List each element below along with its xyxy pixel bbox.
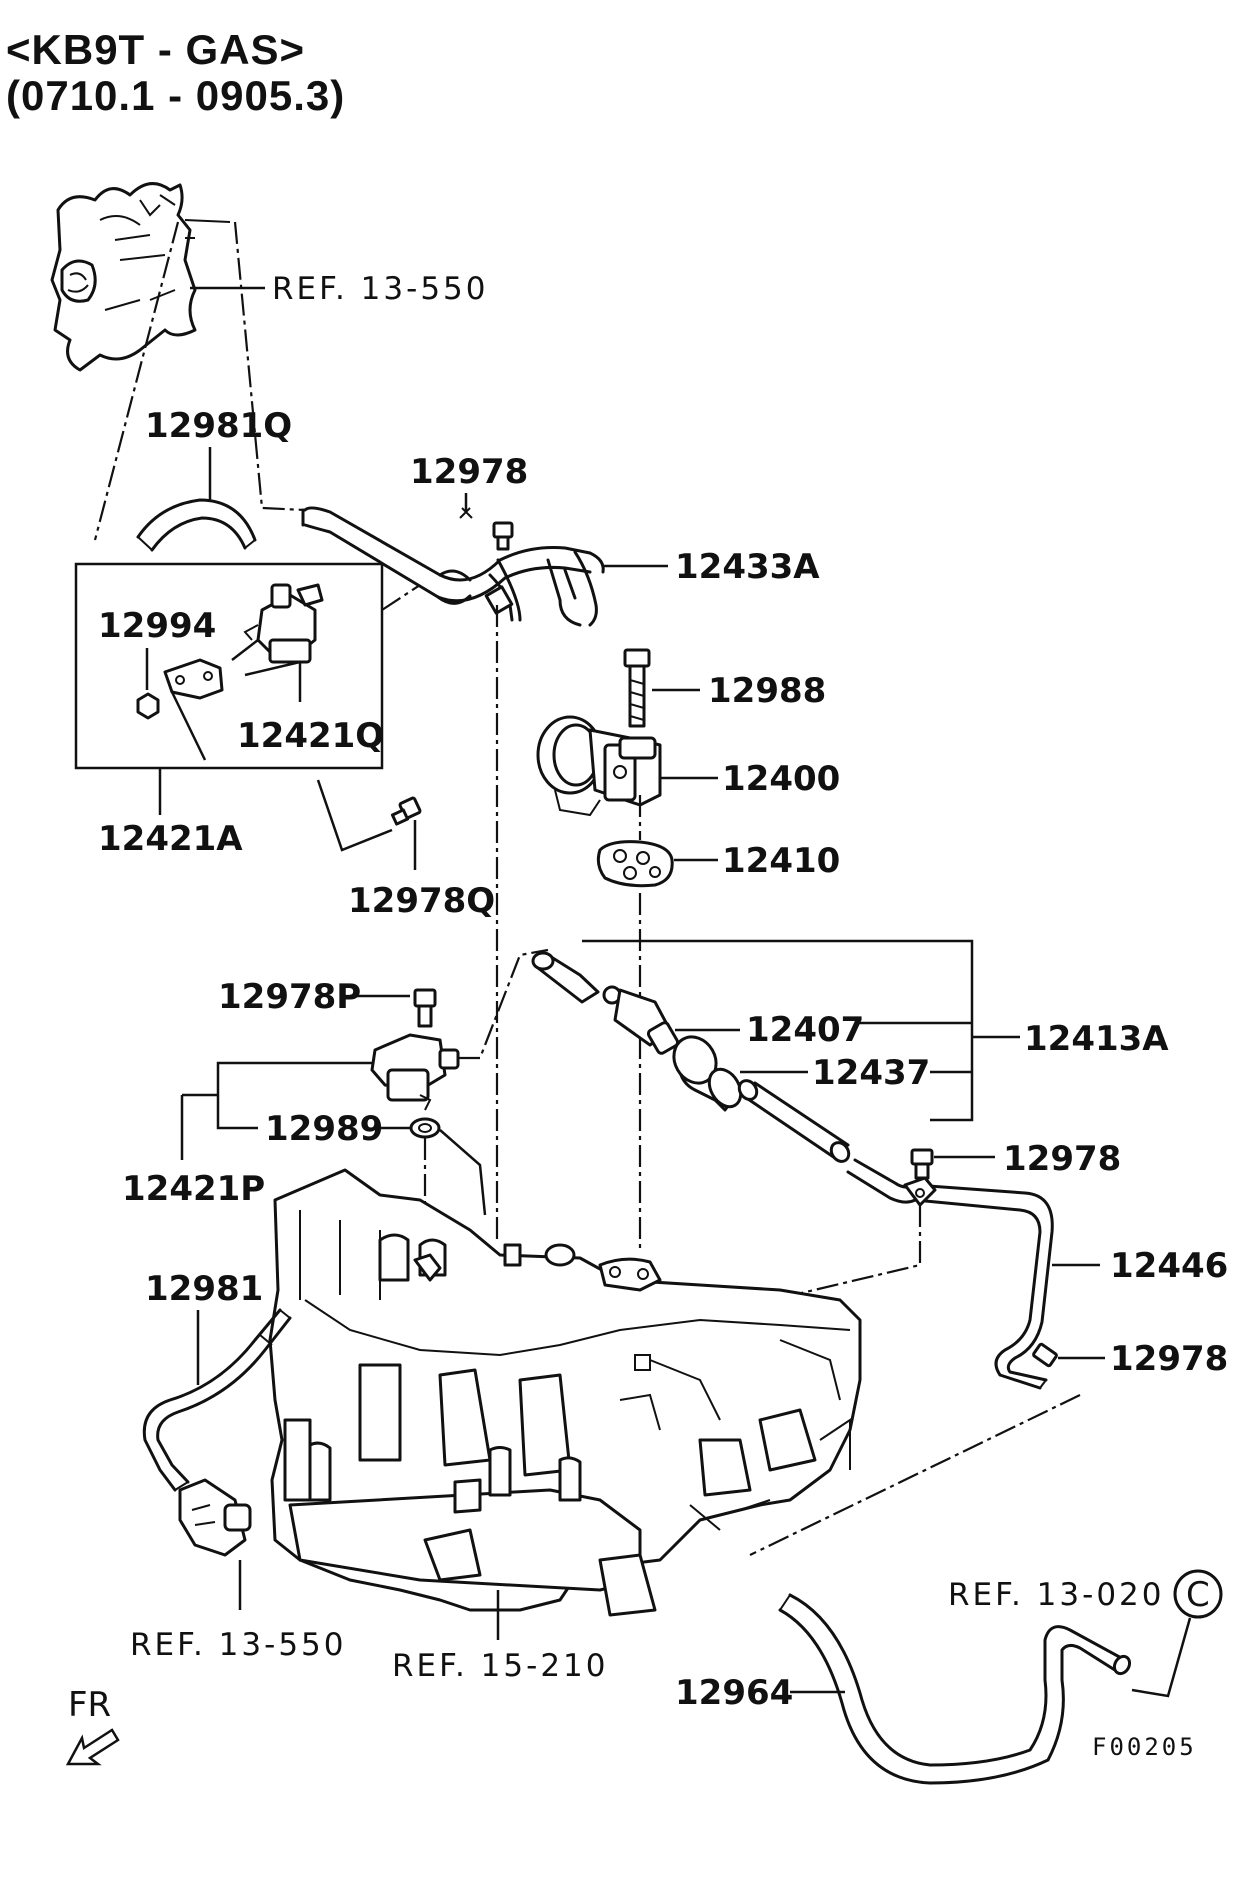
part-label-12978-low: 12978 <box>1110 1339 1228 1379</box>
part-label-12981: 12981 <box>145 1269 263 1309</box>
part-label-12407: 12407 <box>746 1010 864 1050</box>
part-label-12421P: 12421P <box>122 1169 265 1209</box>
ref-13-550-bottom-label: REF. 13-550 <box>130 1627 347 1663</box>
connection-label-c: C <box>1186 1575 1210 1615</box>
hose-12981 <box>142 1308 292 1492</box>
bracket-12994 <box>163 658 224 700</box>
bolt-12978-top <box>492 521 514 551</box>
sensor-13-550 <box>178 1478 252 1557</box>
bolt-12978-mid <box>910 1148 934 1180</box>
connection-circle-c <box>1173 1569 1223 1619</box>
part-label-12413A: 12413A <box>1024 1019 1169 1059</box>
egr-pipe-12433A <box>301 506 605 627</box>
ref-13-020-label: REF. 13-020 <box>948 1577 1165 1613</box>
assembly-box-12421A <box>74 562 384 770</box>
dash-leader <box>233 221 306 512</box>
solenoid-valve-12421P <box>370 1033 460 1111</box>
part-label-12978-mid: 12978 <box>1003 1139 1121 1179</box>
ref-13-550-top-label: REF. 13-550 <box>272 271 489 307</box>
front-direction-label: FR <box>68 1685 111 1725</box>
hose-upper <box>531 951 600 1004</box>
part-label-12446: 12446 <box>1110 1246 1228 1286</box>
part-label-12437: 12437 <box>812 1053 930 1093</box>
solenoid-valve-12421Q <box>243 583 324 664</box>
part-label-12994: 12994 <box>98 606 216 646</box>
part-label-12964: 12964 <box>675 1673 793 1713</box>
hose-12981Q <box>136 498 257 552</box>
egr-pipe-12446 <box>846 1158 1054 1390</box>
hose-lower <box>737 1079 851 1163</box>
leader-line <box>1131 1617 1192 1698</box>
model-code-title: <KB9T - GAS> <box>6 26 306 73</box>
part-label-12421A: 12421A <box>98 819 243 859</box>
part-label-12400: 12400 <box>722 759 840 799</box>
connector-12407 <box>602 985 680 1055</box>
throttle-body-illustration <box>50 182 231 372</box>
egr-valve-12400 <box>536 715 662 817</box>
leader-line <box>439 1129 487 1216</box>
part-label-12433A: 12433A <box>675 547 820 587</box>
part-label-12978-top: 12978 <box>410 452 528 492</box>
part-label-12978Q: 12978Q <box>348 881 495 921</box>
leader-line <box>244 660 301 677</box>
production-date-range: (0710.1 - 0905.3) <box>6 72 346 119</box>
bolt-12978Q <box>390 796 422 826</box>
washer-12989 <box>409 1117 441 1139</box>
dash-leader <box>749 1394 1081 1556</box>
bolt-12978-low <box>1032 1342 1058 1368</box>
part-label-12989: 12989 <box>265 1109 383 1149</box>
dash-leader <box>458 948 549 1060</box>
part-label-12410: 12410 <box>722 841 840 881</box>
leader-line <box>316 779 393 852</box>
fr-arrow-icon <box>65 1728 120 1766</box>
part-label-12981Q: 12981Q <box>145 406 292 446</box>
nut-12994 <box>136 692 160 720</box>
bolt-12988 <box>623 648 651 728</box>
sleeve-12437 <box>672 1035 743 1112</box>
part-label-12988: 12988 <box>708 671 826 711</box>
ref-15-210-label: REF. 15-210 <box>392 1648 609 1684</box>
figure-code: F00205 <box>1092 1733 1197 1761</box>
bolt-12978P <box>413 988 437 1028</box>
leader-line <box>231 639 259 661</box>
bracket-12413A <box>582 939 974 1122</box>
gasket-12410 <box>596 840 674 888</box>
part-label-12978P: 12978P <box>218 977 361 1017</box>
dash-leader <box>381 584 421 611</box>
part-label-12421Q: 12421Q <box>237 716 384 756</box>
leader-line <box>170 691 207 761</box>
intake-manifold-illustration <box>268 1168 862 1617</box>
dash-leader <box>93 221 180 541</box>
hose-12964 <box>778 1593 1132 1785</box>
